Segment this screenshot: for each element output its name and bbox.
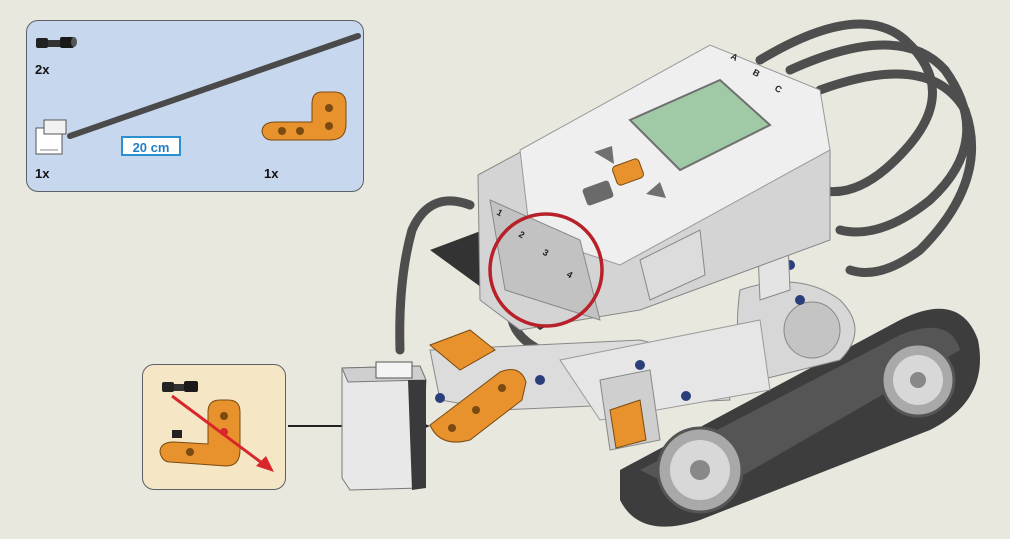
touch-sensor (341, 361, 427, 491)
highlight-circle (488, 212, 604, 328)
direction-arrow (171, 394, 267, 468)
port-label-1: 1 (495, 207, 504, 218)
port-label-2: 2 (517, 229, 526, 240)
connector-quantity: 1x (35, 166, 50, 181)
cable-plug-icon (35, 119, 67, 155)
beam-quantity: 1x (264, 166, 279, 181)
nxt-screen (628, 78, 772, 172)
nxt-brick (477, 44, 831, 331)
output-port-label-a: A (729, 51, 740, 63)
port-label-3: 3 (541, 247, 550, 258)
rear-wheel (656, 426, 744, 514)
nxt-buttons (582, 146, 666, 206)
detail-pin-icon (162, 381, 198, 392)
detail-beam-icon (159, 399, 241, 467)
angle-beam-icon (261, 91, 347, 141)
parts-panel (26, 20, 364, 192)
connector-pin-icon (36, 37, 77, 48)
output-port-label-b: B (751, 67, 762, 79)
output-port-label-c: C (773, 83, 784, 95)
port-label-4: 4 (565, 269, 574, 280)
cable-icon (67, 33, 361, 139)
robot-orange-beam (429, 369, 527, 443)
pin-quantity: 2x (35, 62, 50, 77)
cable-length-label: 20 cm (121, 136, 181, 156)
front-wheel (880, 342, 956, 418)
